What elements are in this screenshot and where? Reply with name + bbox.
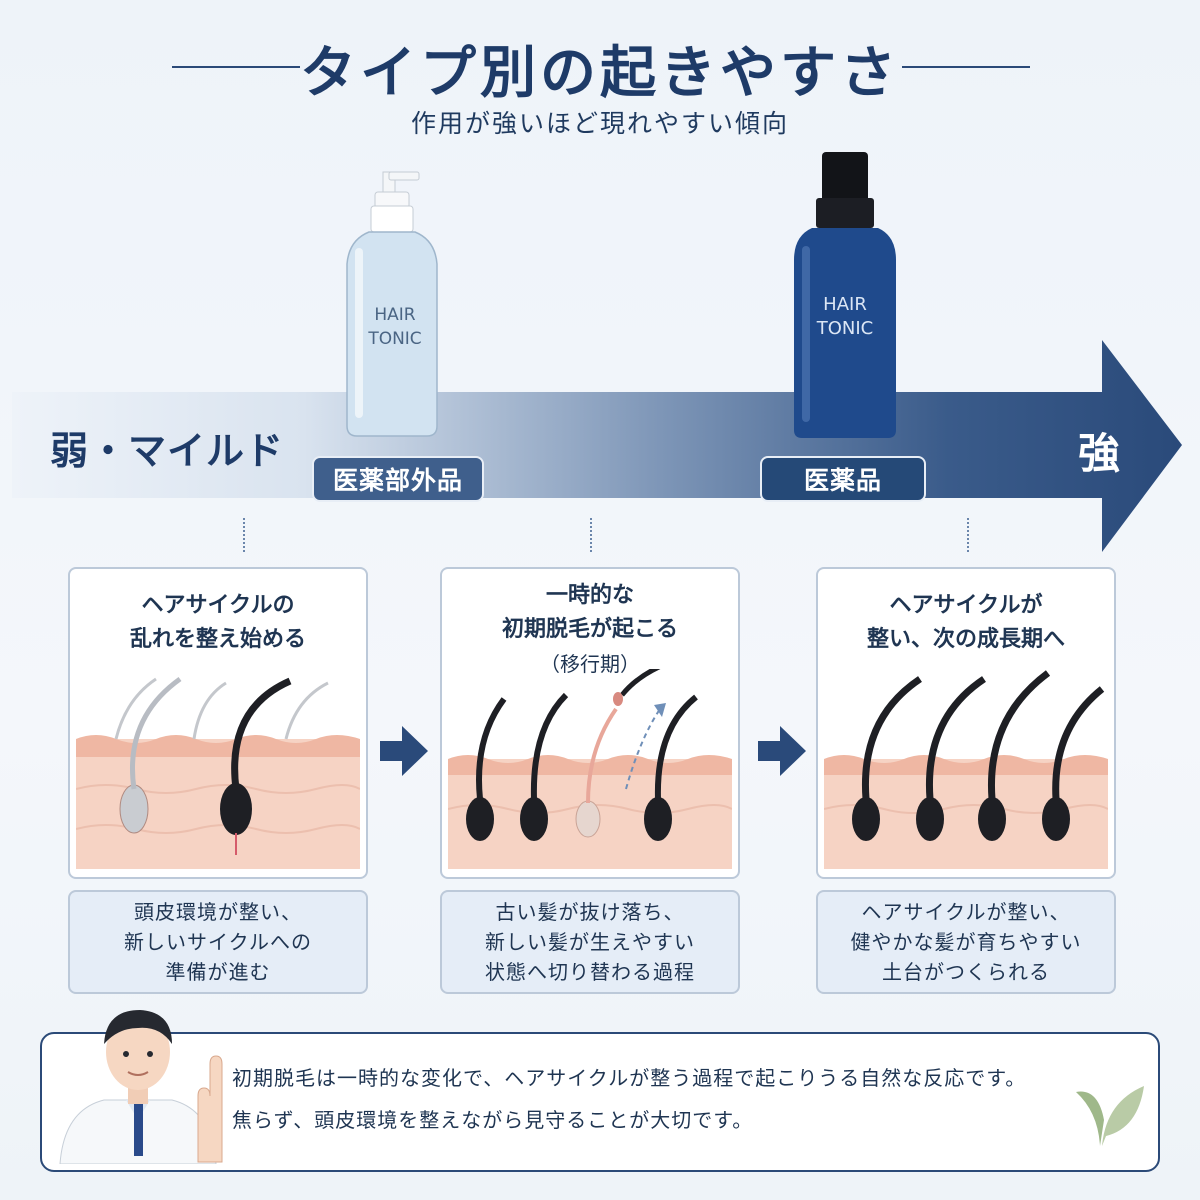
footer-line-1: 初期脱毛は一時的な変化で、ヘアサイクルが整う過程で起こりうる自然な反応です。	[232, 1066, 1027, 1090]
arrow-right-icon	[380, 726, 428, 776]
arrow-right-icon	[758, 726, 806, 776]
bottle2-text-1: HAIR	[823, 294, 867, 315]
stage-3-title: ヘアサイクルが 整い、次の成長期へ	[866, 593, 1065, 652]
hair-illustration-1	[76, 676, 360, 869]
strong-label: 強	[1078, 429, 1121, 478]
title-line-right	[902, 66, 1030, 68]
drug-badge: 医薬品	[760, 456, 926, 502]
stage-panel-3: ヘアサイクルが 整い、次の成長期へ	[816, 567, 1116, 879]
bottle1-text-2: TONIC	[367, 329, 421, 349]
stage-2-title: 一時的な 初期脱毛が起こる （移行期）	[501, 583, 678, 676]
connector-2	[590, 518, 592, 552]
footer-note: 初期脱毛は一時的な変化で、ヘアサイクルが整う過程で起こりうる自然な反応です。 焦…	[40, 1032, 1160, 1172]
stage-desc-2: 古い髪が抜け落ち、 新しい髪が生えやすい 状態へ切り替わる過程	[440, 890, 740, 994]
doctor-illustration	[59, 1010, 223, 1164]
stage-panel-2: 一時的な 初期脱毛が起こる （移行期）	[440, 567, 740, 879]
stage-1-title: ヘアサイクルの 乱れを整え始める	[129, 593, 306, 652]
stage-desc-1: 頭皮環境が整い、 新しいサイクルへの 準備が進む	[68, 890, 368, 994]
title-line-left	[172, 66, 300, 68]
stage-panel-1: ヘアサイクルの 乱れを整え始める	[68, 567, 368, 879]
hair-illustration-3	[824, 670, 1108, 869]
bottle1-text-1: HAIR	[374, 305, 415, 325]
footer-line-2: 焦らず、頭皮環境を整えながら見守ることが大切です。	[232, 1108, 754, 1132]
quasi-drug-bottle: HAIR TONIC	[346, 171, 438, 437]
stage-desc-3: ヘアサイクルが整い、 健やかな髪が育ちやすい 土台がつくられる	[816, 890, 1116, 994]
quasi-drug-badge: 医薬部外品	[312, 456, 484, 502]
leaf-icon	[1076, 1086, 1144, 1146]
page-subtitle: 作用が強いほど現れやすい傾向	[410, 109, 789, 138]
hair-illustration-2	[448, 669, 732, 869]
connector-3	[967, 518, 969, 552]
connector-1	[243, 518, 245, 552]
bottle2-text-2: TONIC	[816, 318, 874, 339]
weak-mild-label: 弱・マイルド	[50, 429, 285, 473]
drug-bottle: HAIR TONIC	[794, 152, 896, 438]
page-title: タイプ別の起きやすさ	[300, 41, 900, 106]
